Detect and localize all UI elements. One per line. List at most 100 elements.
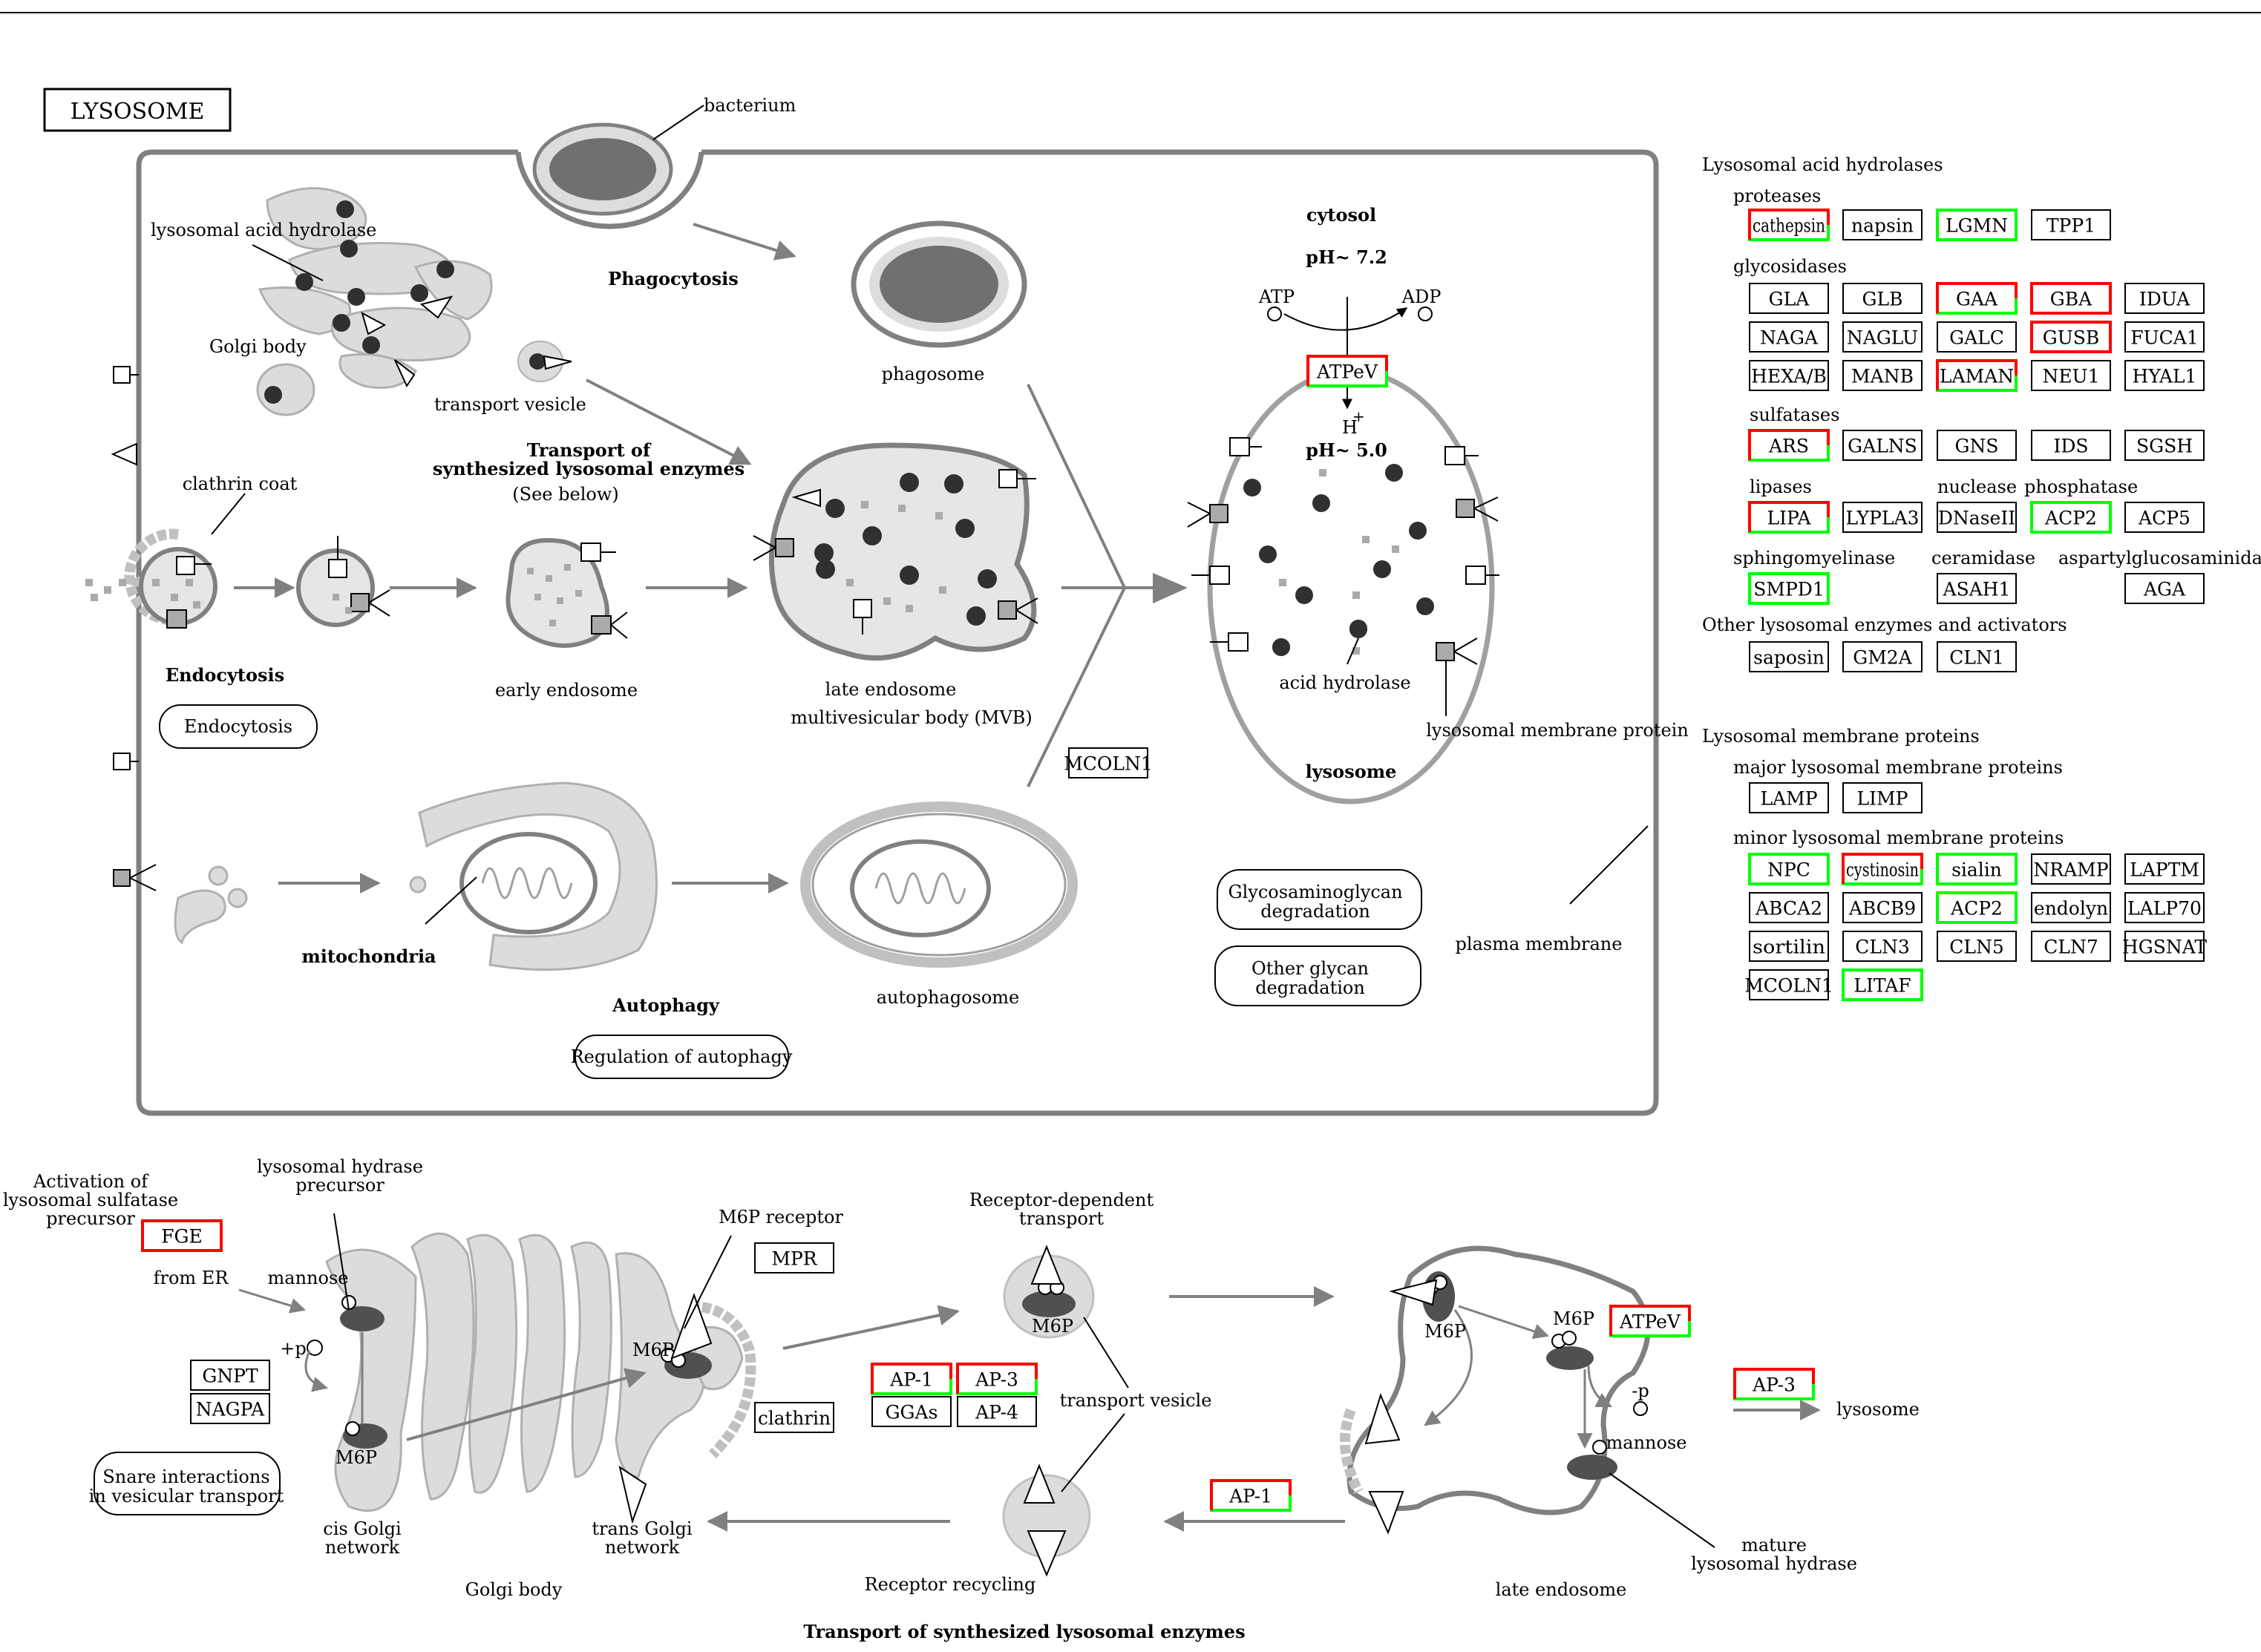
gene-box-laman[interactable]: LAMAN [1936,359,2018,392]
snare-link[interactable]: Snare interactions in vesicular transpor… [89,1452,284,1515]
gene-box-naglu[interactable]: NAGLU [1842,321,1923,353]
gene-box-lypla3[interactable]: LYPLA3 [1842,502,1923,533]
gene-label: AP-4 [975,1402,1018,1423]
gene-box-nagpa[interactable]: NAGPA [190,1393,270,1424]
endocytosis-bold-label: Endocytosis [166,664,284,686]
gene-label: GBA [2050,289,2093,310]
gene-box-mcoln1b[interactable]: MCOLN1 [1064,747,1153,779]
gene-box-acp5[interactable]: ACP5 [2124,502,2205,533]
gene-box-lalp70[interactable]: LALP70 [2124,892,2205,923]
gene-box-gla[interactable]: GLA [1749,283,1829,314]
late-endosome-bottom-label: late endosome [1496,1579,1627,1600]
gene-label: AP-1 [1228,1486,1272,1507]
title-box: LYSOSOME [43,88,232,132]
gene-box-fge[interactable]: FGE [141,1219,223,1252]
gene-box-glb[interactable]: GLB [1842,283,1923,314]
gene-box-cathepsin[interactable]: cathepsin [1748,209,1830,241]
gene-box-sortilin[interactable]: sortilin [1749,931,1829,962]
gene-box-cln1[interactable]: CLN1 [1937,641,2017,672]
gene-box-abcb9[interactable]: ABCB9 [1842,892,1923,923]
gene-label: ACP5 [2138,508,2190,529]
gene-box-aga[interactable]: AGA [2124,573,2205,604]
gene-box-border [1842,502,1923,533]
gene-box-lgmn[interactable]: LGMN [1936,209,2018,241]
golgi-bottom-receptors [307,1292,713,1524]
gene-box-gm2a[interactable]: GM2A [1842,641,1923,672]
gene-box-gba[interactable]: GBA [2030,282,2112,315]
gene-box-fuca1[interactable]: FUCA1 [2124,321,2205,353]
acid-hydrolase-label: acid hydrolase [1279,672,1410,693]
gene-box-cystinosin[interactable]: cystinosin [1842,853,1923,885]
transport-vesicle-top-label: transport vesicle [434,394,586,415]
endocytosis-link[interactable]: Endocytosis [159,704,318,749]
gene-box-endolyn[interactable]: endolyn [2031,892,2111,923]
gene-box-ap4[interactable]: AP-4 [957,1396,1037,1427]
other-glycan-link[interactable]: Other glycan degradation [1214,945,1421,1006]
late-endosome-label: late endosome [825,679,957,700]
gene-box-acp2b[interactable]: ACP2 [1936,891,2018,924]
gene-box-sialin[interactable]: sialin [1936,853,2018,885]
gene-box-hgsnat[interactable]: HGSNAT [2122,931,2207,962]
gene-box-tpp1[interactable]: TPP1 [2031,209,2111,240]
gene-box-sgsh[interactable]: SGSH [2124,430,2205,461]
gene-box-gnpt[interactable]: GNPT [190,1360,270,1391]
gene-box-atpev1[interactable]: ATPeV [1306,355,1388,387]
gene-box-asah1[interactable]: ASAH1 [1937,573,2017,604]
gene-box-galns[interactable]: GALNS [1842,430,1923,461]
m6p-d-label: M6P [1424,1321,1466,1342]
gene-box-neu1[interactable]: NEU1 [2031,360,2111,391]
regulation-autophagy-link[interactable]: Regulation of autophagy [571,1035,793,1079]
gene-box-ggas[interactable]: GGAs [871,1396,952,1427]
gene-box-atpev2[interactable]: ATPeV [1609,1305,1691,1337]
gene-box-ap1b[interactable]: AP-1 [1210,1479,1292,1512]
gene-box-acp2a[interactable]: ACP2 [2030,501,2112,534]
gene-box-lamp[interactable]: LAMP [1749,782,1829,813]
gene-box-ap1a[interactable]: AP-1 [871,1363,952,1395]
gene-box-ap3a[interactable]: AP-3 [956,1363,1038,1395]
gene-box-limp[interactable]: LIMP [1842,782,1923,813]
gene-box-napsin[interactable]: napsin [1842,209,1923,240]
phagocytosis-pocket [515,151,704,229]
gene-box-border [190,1360,270,1391]
gene-box-border [1937,321,2017,353]
gene-box-red-edge [1748,209,1830,240]
gene-box-nramp[interactable]: NRAMP [2031,853,2111,885]
gene-box-dnaseii[interactable]: DNaseII [1937,502,2017,533]
receptor-recycling-label: Receptor recycling [865,1574,1036,1595]
gene-box-smpd1[interactable]: SMPD1 [1748,572,1830,605]
gene-label: LGMN [1946,215,2008,237]
gene-box-clathrin[interactable]: clathrin [754,1402,834,1433]
gene-box-cln5[interactable]: CLN5 [1937,931,2017,962]
gene-label: AP-3 [975,1369,1018,1391]
gene-box-lipa[interactable]: LIPA [1748,501,1830,534]
gene-box-cln7[interactable]: CLN7 [2031,931,2111,962]
gene-label: ABCB9 [1848,898,1916,920]
gene-label: GUSB [2043,327,2100,349]
gene-box-manb[interactable]: MANB [1842,360,1923,391]
gene-box-galc[interactable]: GALC [1937,321,2017,353]
gene-box-laptm[interactable]: LAPTM [2124,853,2205,885]
gene-box-mpr[interactable]: MPR [754,1242,834,1274]
gene-box-gns[interactable]: GNS [1937,430,2017,461]
gene-box-mcoln1a[interactable]: MCOLN1 [1744,969,1833,1000]
gene-box-hexa[interactable]: HEXA/B [1749,360,1829,391]
gene-box-border [2124,321,2205,353]
gene-box-gaa[interactable]: GAA [1936,282,2018,315]
gene-box-ids[interactable]: IDS [2031,430,2111,461]
gene-box-saposin[interactable]: saposin [1749,641,1829,672]
gene-box-idua[interactable]: IDUA [2124,283,2205,314]
gene-box-ap3b[interactable]: AP-3 [1733,1368,1815,1400]
gene-box-hyal1[interactable]: HYAL1 [2124,360,2205,391]
gene-box-cln3[interactable]: CLN3 [1842,931,1923,962]
gene-box-border [2031,209,2111,240]
legend-proteases: proteases [1733,186,1821,206]
gene-box-naga[interactable]: NAGA [1749,321,1829,353]
gene-box-npc[interactable]: NPC [1748,853,1830,885]
gene-box-litaf[interactable]: LITAF [1842,968,1923,1001]
gag-degradation-link[interactable]: Glycosaminoglycan degradation [1217,869,1422,930]
gene-box-abca2[interactable]: ABCA2 [1749,892,1829,923]
gene-label: SGSH [2136,436,2193,457]
gene-box-ars[interactable]: ARS [1748,429,1830,462]
gene-box-border [2031,430,2111,461]
gene-box-gusb[interactable]: GUSB [2030,321,2112,353]
